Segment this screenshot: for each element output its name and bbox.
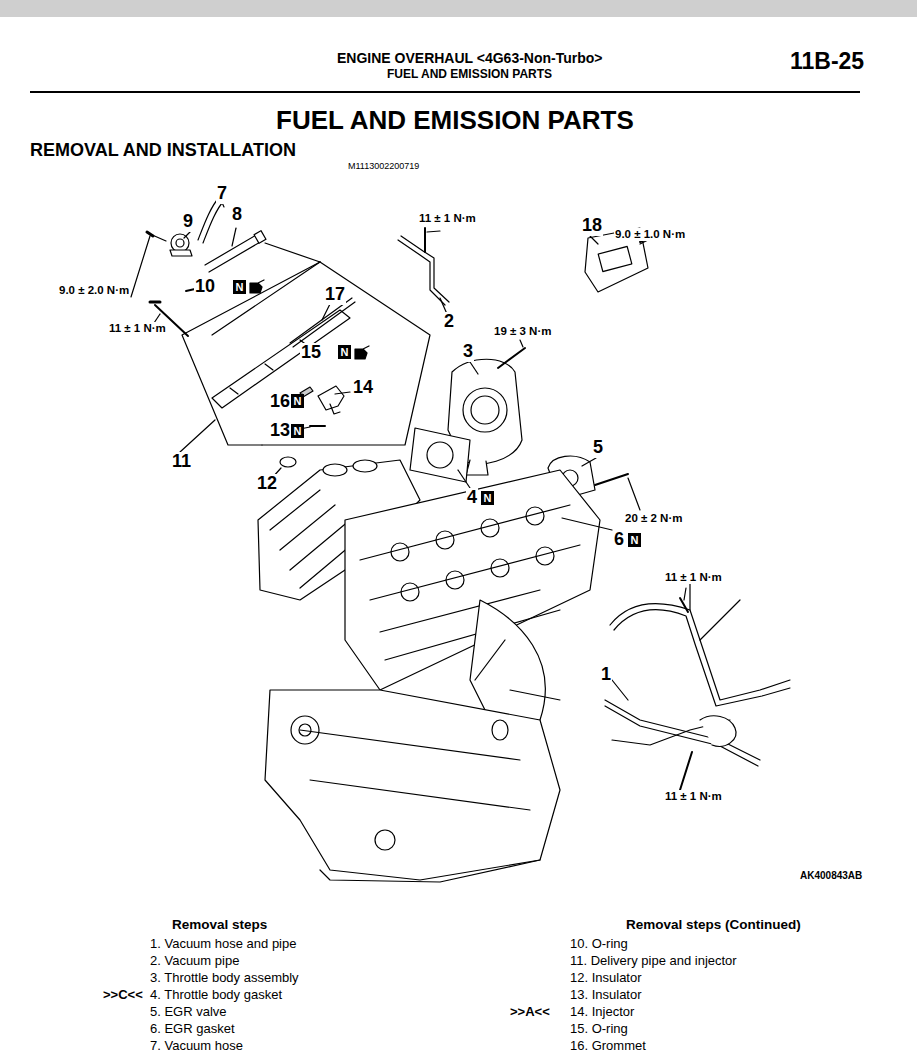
service-point-mark: >>C<< (103, 988, 143, 1002)
non-reusable-mark: N (481, 491, 494, 505)
callout-number: 9 (182, 212, 194, 232)
callout-number: 15 (300, 343, 322, 363)
callout-number: 11 (171, 452, 192, 472)
callout-number: 16 (269, 392, 291, 412)
torque-spec: 11 ± 1 N·m (664, 790, 723, 803)
callout-number: 10 (194, 277, 216, 297)
callout-number: 3 (462, 342, 474, 362)
removal-step: 4. Throttle body gasket (150, 988, 282, 1002)
non-reusable-mark: N (338, 345, 351, 359)
service-point-mark: >>A<< (510, 1005, 550, 1019)
removal-step: 10. O-ring (570, 937, 628, 951)
page-number: 11B-25 (790, 49, 864, 74)
figure-id: AK400843AB (800, 870, 862, 881)
callout-number: 5 (592, 438, 604, 458)
torque-spec: 11 ± 1 N·m (108, 322, 167, 335)
removal-step: 16. Grommet (570, 1039, 646, 1053)
removal-step: 6. EGR gasket (150, 1022, 235, 1036)
removal-step: 13. Insulator (570, 988, 642, 1002)
torque-spec: 19 ± 3 N·m (493, 325, 552, 338)
removal-step: 15. O-ring (570, 1022, 628, 1036)
callout-number: 12 (256, 474, 278, 494)
removal-step: 2. Vacuum pipe (150, 954, 239, 968)
torque-spec: 9.0 ± 2.0 N·m (58, 284, 130, 297)
callout-number: 8 (231, 205, 243, 225)
list-heading: Removal steps (Continued) (626, 918, 801, 933)
callout-number: 2 (443, 312, 455, 332)
header-text: FUEL AND EMISSION PARTS (387, 68, 552, 81)
removal-step: 11. Delivery pipe and injector (570, 954, 737, 968)
non-reusable-mark: N (628, 533, 641, 547)
callout-number: 1 (600, 665, 612, 685)
callout-number: 14 (352, 378, 374, 398)
header-text: ENGINE OVERHAUL <4G63-Non-Turbo> (337, 51, 603, 66)
callout-number: 13 (269, 421, 291, 441)
removal-step: 1. Vacuum hose and pipe (150, 937, 296, 951)
non-reusable-mark: N (291, 424, 304, 438)
removal-step: 14. Injector (570, 1005, 634, 1019)
torque-spec: 11 ± 1 N·m (664, 571, 723, 584)
callout-number: 6 (613, 530, 625, 550)
removal-step: 5. EGR valve (150, 1005, 227, 1019)
torque-spec: 20 ± 2 N·m (624, 512, 683, 525)
list-heading: Removal steps (172, 918, 267, 933)
section-heading: REMOVAL AND INSTALLATION (30, 141, 296, 161)
callout-number: 4 (466, 488, 478, 508)
non-reusable-mark: N (291, 394, 304, 408)
document-id: M1113002200719 (348, 162, 419, 172)
removal-step: 7. Vacuum hose (150, 1039, 243, 1053)
callout-number: 18 (581, 216, 603, 236)
torque-spec: 11 ± 1 N·m (418, 212, 477, 225)
torque-spec: 9.0 ± 1.0 N·m (614, 228, 686, 241)
callout-number: 7 (216, 184, 228, 204)
page-title: FUEL AND EMISSION PARTS (276, 106, 634, 135)
header-rule (30, 91, 860, 93)
callout-number: 17 (324, 285, 346, 305)
header-bar (0, 0, 917, 17)
removal-step: 12. Insulator (570, 971, 642, 985)
removal-step: 3. Throttle body assembly (150, 971, 299, 985)
non-reusable-mark: N (233, 280, 246, 294)
